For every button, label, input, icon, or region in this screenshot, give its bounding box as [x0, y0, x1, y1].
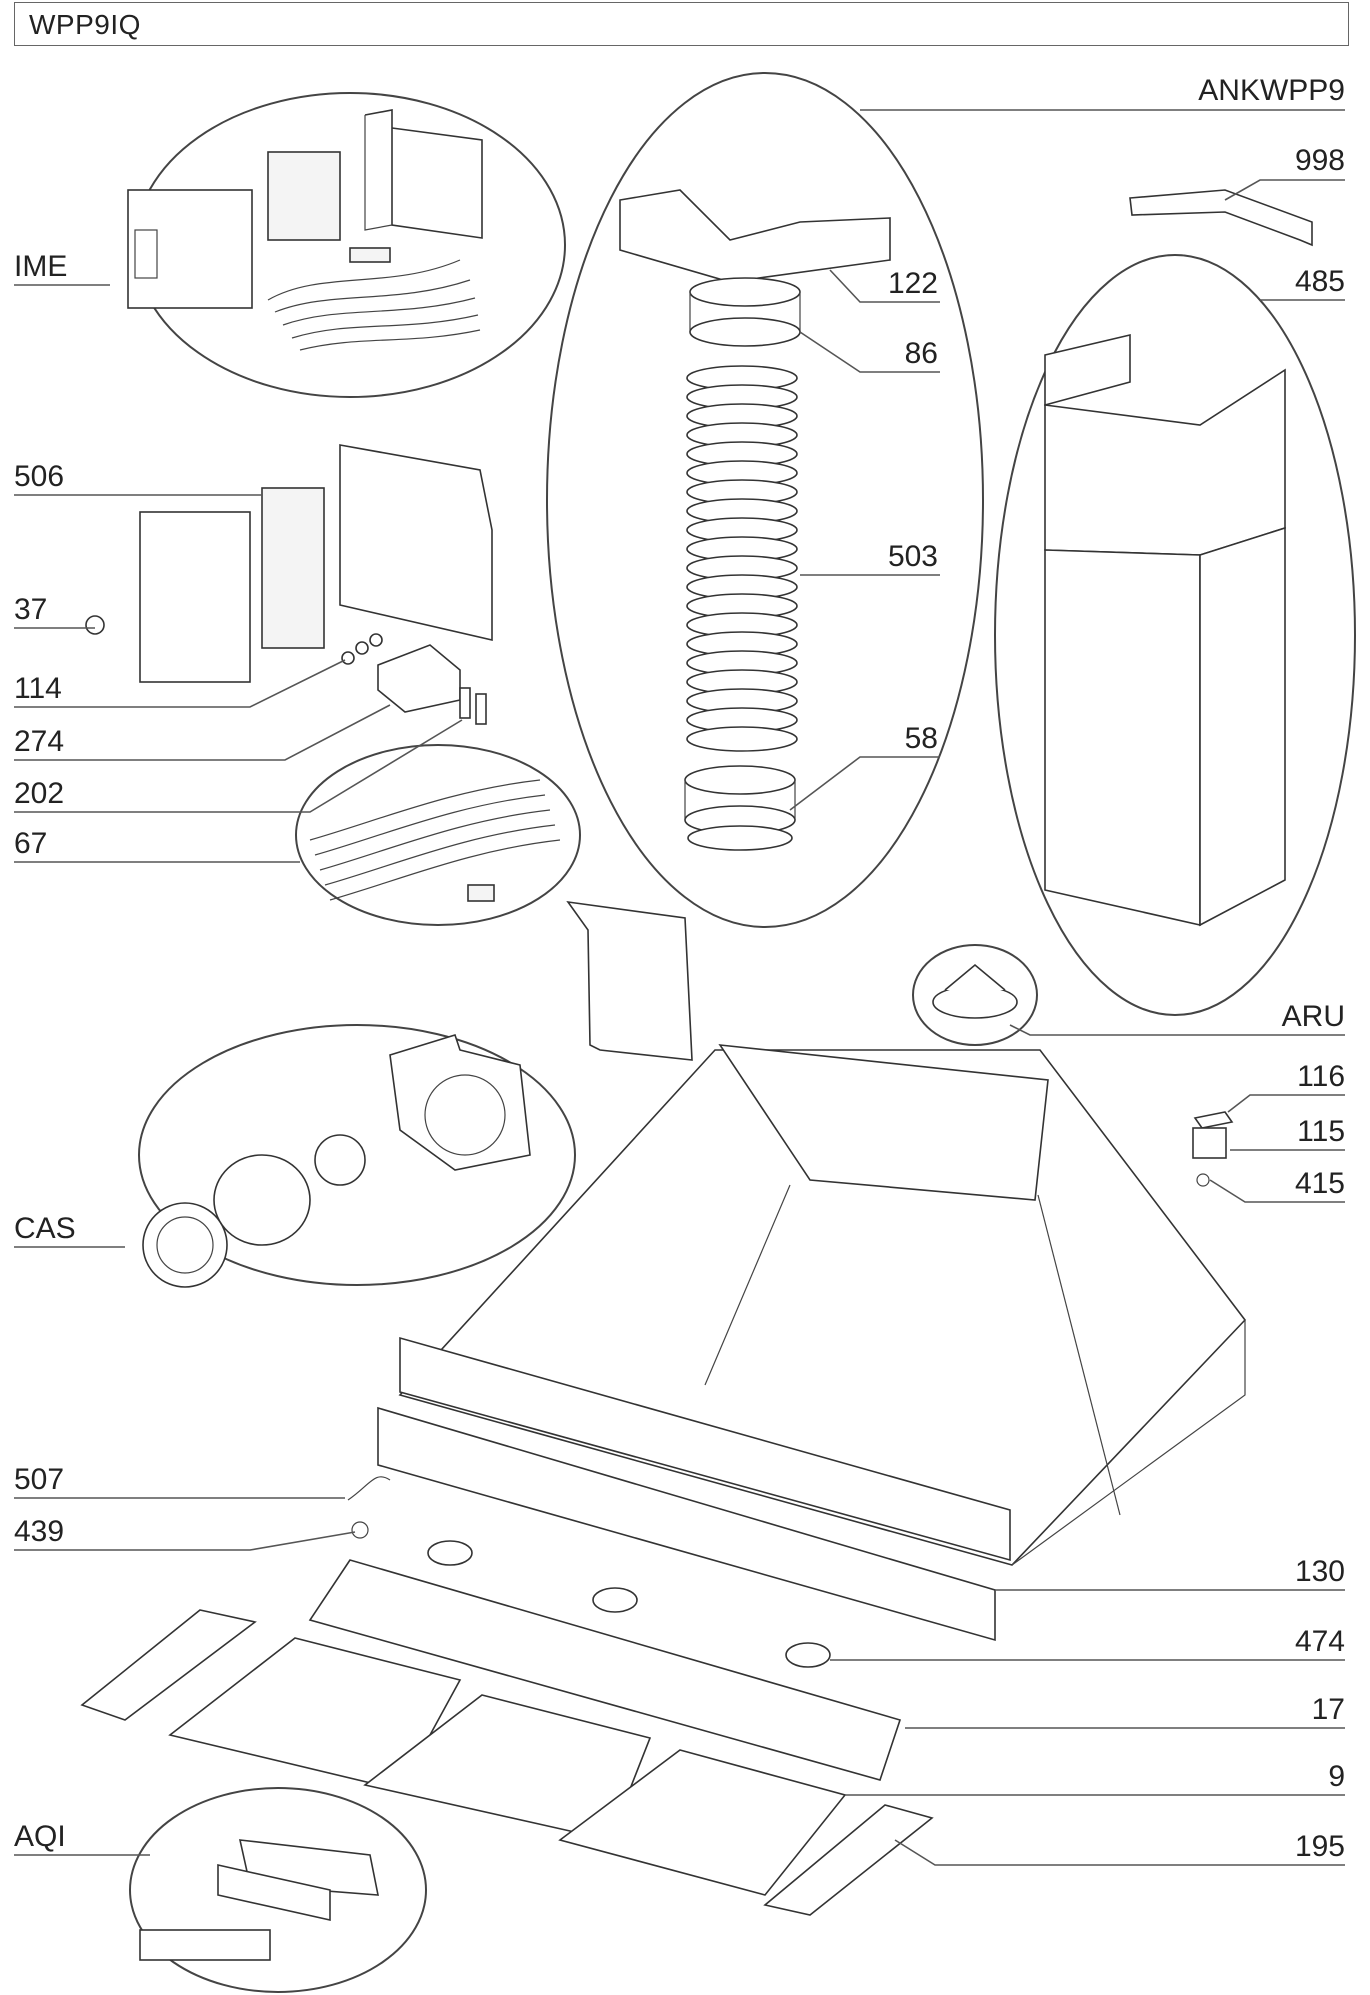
part-998-bracket [1129, 189, 1313, 247]
label-503: 503 [888, 540, 938, 573]
485-group-outline [994, 254, 1356, 1016]
part-485-chimney [1044, 333, 1286, 927]
label-ime: IME [14, 250, 67, 283]
label-116: 116 [1297, 1060, 1345, 1093]
label-485: 485 [1295, 265, 1345, 298]
part-86-ring [689, 277, 801, 347]
label-58: 58 [905, 722, 938, 755]
part-114-clips [341, 633, 383, 665]
hood-main-body [398, 1044, 1247, 1566]
part-439-ring [351, 1521, 369, 1539]
part-507-cable [347, 1476, 391, 1501]
part-115-switch [1192, 1111, 1234, 1187]
label-130: 130 [1295, 1555, 1345, 1588]
cas-group-outline [138, 1024, 576, 1286]
part-37 [85, 615, 105, 635]
label-17: 17 [1312, 1693, 1345, 1726]
label-507: 507 [14, 1463, 64, 1496]
part-122-duct [619, 189, 891, 283]
aru-valve [932, 963, 1018, 1019]
label-474: 474 [1295, 1625, 1345, 1658]
label-aqi: AQI [14, 1820, 66, 1853]
part-130-panel [377, 1406, 996, 1642]
part-506-control-board [139, 444, 493, 683]
part-9-filters [168, 1637, 847, 1896]
aqi-group-outline [129, 1787, 427, 1993]
hose-ring [686, 726, 798, 752]
leader-lines [14, 109, 1345, 1866]
label-9: 9 [1328, 1760, 1345, 1793]
label-506: 506 [14, 460, 64, 493]
part-202-connectors [459, 687, 487, 725]
label-86: 86 [905, 337, 938, 370]
part-17-light-rail [308, 1559, 902, 1781]
motor-bracket [566, 900, 693, 1061]
label-122: 122 [888, 267, 938, 300]
part-474-lights [427, 1540, 831, 1668]
part-195-side-filters [80, 1609, 934, 1916]
ime-parts [127, 109, 483, 351]
label-114: 114 [14, 672, 62, 705]
67-group-outline [295, 744, 581, 926]
diagram-title: WPP9IQ [29, 9, 141, 40]
part-58-adapter [684, 765, 796, 851]
aqi-parts [139, 1839, 379, 1961]
label-415: 415 [1295, 1167, 1345, 1200]
label-cas: CAS [14, 1212, 76, 1245]
label-195: 195 [1295, 1830, 1345, 1863]
label-aru: ARU [1282, 1000, 1345, 1033]
label-274: 274 [14, 725, 64, 758]
part-274-terminal-box [377, 644, 461, 713]
ankwpp9-group-outline [546, 72, 984, 928]
label-115: 115 [1297, 1115, 1345, 1148]
label-998: 998 [1295, 144, 1345, 177]
label-ankwpp9: ANKWPP9 [1198, 74, 1345, 107]
diagram-title-box: WPP9IQ [14, 2, 1349, 46]
label-202: 202 [14, 777, 64, 810]
aru-group-outline [912, 944, 1038, 1046]
label-67: 67 [14, 827, 47, 860]
label-37: 37 [14, 593, 47, 626]
part-67-wires [309, 779, 561, 902]
cas-blower-parts [142, 1034, 531, 1288]
part-503-flex-hose [686, 365, 798, 752]
label-439: 439 [14, 1515, 64, 1548]
